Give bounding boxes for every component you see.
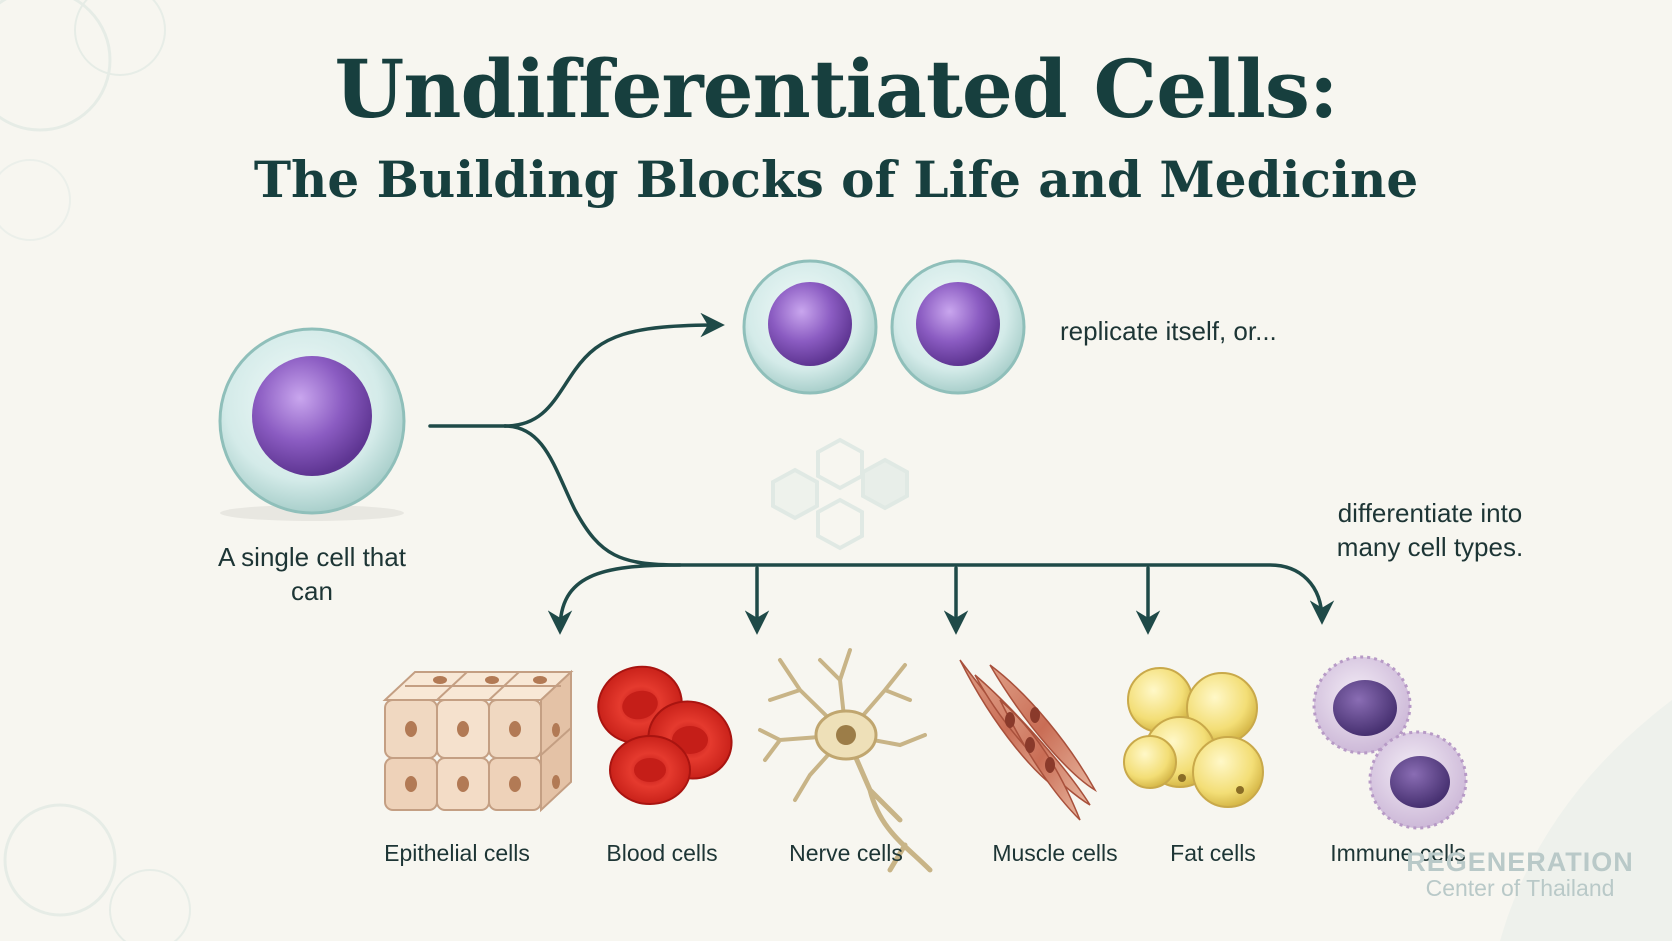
differentiate-caption: differentiate into many cell types.: [1300, 496, 1560, 564]
watermark-logo: REGENERATION Center of Thailand: [1400, 848, 1640, 900]
watermark-line2: Center of Thailand: [1425, 875, 1615, 901]
page-subtitle: The Building Blocks of Life and Medicine: [253, 150, 1419, 209]
blood-cells-icon: [597, 665, 733, 805]
muscle-cells-label: Muscle cells: [992, 840, 1118, 866]
immune-cells-label: Immune cells: [1330, 840, 1466, 866]
differentiate-branch-line: [503, 424, 1335, 625]
epithelial-arrow: [547, 563, 682, 635]
blood-cells-label: Blood cells: [606, 840, 718, 866]
single-cell-caption: A single cell that can: [192, 540, 432, 608]
replicate-arrow: [503, 312, 725, 428]
muscle-cells-icon: [959, 659, 1098, 821]
single-cell-caption-line1: A single cell that: [218, 542, 406, 572]
replicated-cell-icon: [742, 259, 878, 395]
epithelial-cells-label: Epithelial cells: [384, 840, 530, 866]
replicate-caption: replicate itself, or...: [1060, 316, 1277, 346]
differentiate-caption-line1: differentiate into: [1337, 498, 1523, 528]
watermark-line1: REGENERATION: [1406, 847, 1634, 877]
nerve-cells-label: Nerve cells: [789, 840, 903, 866]
immune-cells-icon: [1312, 655, 1468, 830]
epithelial-cells-icon: [382, 669, 574, 813]
single-cell-caption-line2: can: [291, 576, 333, 606]
hexagon-watermark-icon: [771, 437, 909, 551]
replicated-cell-icon: [890, 259, 1026, 395]
fat-cells-icon: [1123, 667, 1264, 808]
nerve-cells-icon: [758, 648, 933, 873]
page-title: Undifferentiated Cells:: [334, 42, 1339, 136]
fat-cells-label: Fat cells: [1170, 840, 1256, 866]
stem-cell-icon: [218, 327, 406, 521]
differentiate-caption-line2: many cell types.: [1336, 532, 1524, 562]
branch-arrows: [428, 312, 1335, 635]
